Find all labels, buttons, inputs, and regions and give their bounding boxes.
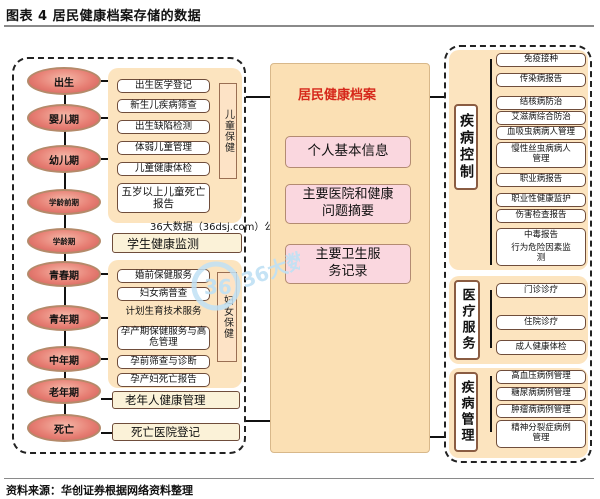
medical-service-item: 成人健康体检 [496,340,586,355]
stage-preschool: 学龄前期 [27,189,101,215]
elderly-health-management: 老年人健康管理 [112,391,240,409]
stage-infancy: 婴儿期 [27,104,101,132]
stage-death: 死亡 [27,414,101,442]
child-care-item: 体弱儿童管理 [117,141,210,155]
connector-youth [101,317,113,319]
child-care-item: 新生儿疾病筛查 [117,99,210,113]
title-divider [4,25,594,27]
disease-control-item: 结核病防治 [496,96,586,110]
medical-service-spine [490,290,492,348]
disease-control-item: 中毒报告 [496,228,586,242]
student-health-monitor: 学生健康监测 [112,233,242,253]
record-personal-info: 个人基本信息 [285,136,411,168]
child-care-item: 出生医学登记 [117,79,210,93]
disease-control-item: 慢性丝虫病病人管理 [496,142,586,168]
women-care-label: 妇女保健 [217,272,237,362]
women-care-item: 孕产妇死亡报告 [117,373,210,387]
disease-control-item: 伤害检查报告 [496,209,586,223]
services-frame [444,45,592,463]
women-care-item: 计划生育技术服务 [125,305,202,317]
disease-management-item: 糖尿病病例管理 [496,387,586,401]
stage-youth: 青年期 [27,305,101,331]
disease-control-item: 行为危险因素监测 [496,242,586,266]
disease-control-item: 传染病报告 [496,73,586,87]
stage-birth: 出生 [27,67,101,95]
medical-service-item: 住院诊疗 [496,315,586,330]
disease-management-item: 肿瘤病病例管理 [496,404,586,418]
women-care-item: 孕前筛查与诊断 [117,355,210,369]
connector-old-age [101,398,113,400]
watermark-logo: 36 36大数据 [191,248,300,311]
disease-management-item: 高血压病例管理 [496,370,586,384]
stage-old-age: 老年期 [27,378,101,404]
connector-infancy [101,117,113,119]
disease-control-spine [490,59,492,265]
medical-service-label: 医疗服务 [454,280,480,360]
disease-control-item: 血吸虫病病人管理 [496,126,586,140]
life-cycle-frame [12,57,246,454]
women-care-item: 孕产期保健服务与高危管理 [117,326,210,350]
disease-management-spine [490,376,492,432]
medical-service-item: 门诊诊疗 [496,283,586,298]
disease-control-label: 疾病控制 [454,104,478,190]
death-hospital-registration: 死亡医院登记 [112,423,240,441]
disease-management-label: 疾病管理 [454,372,478,452]
record-health-service: 主要卫生服务记录 [285,244,411,284]
women-care-item: 婚前保健服务 [117,269,210,283]
women-care-item: 妇女病普查 [117,287,210,301]
connector-death [101,432,113,434]
child-care-item: 出生缺陷检测 [117,120,210,134]
disease-control-item: 免疫接种 [496,53,586,67]
watermark-logo-text: 36大数据 [238,248,300,293]
arrow-right-upper [430,96,446,98]
disease-control-item: 职业性健康监护 [496,193,586,207]
stage-spine [64,80,66,430]
disease-control-item: 艾滋病综合防治 [496,111,586,125]
source-note: 资料来源：华创证券根据网络资料整理 [6,484,193,497]
disease-management-item: 精神分裂症病例管理 [496,420,586,448]
stage-toddler: 幼儿期 [27,145,101,173]
connector-adolescence [101,273,113,275]
footer-divider [4,478,594,479]
child-care-label: 儿童保健 [219,83,237,179]
svg-text:36: 36 [204,275,232,299]
stage-middle-age: 中年期 [27,346,101,372]
arrow-right-lower [430,436,446,438]
page-title: 图表 4 居民健康档案存储的数据 [6,9,202,24]
record-hospital-summary: 主要医院和健康问题摘要 [285,184,411,224]
connector-middle-age [101,358,113,360]
child-care-item: 儿童健康体检 [117,162,210,176]
connector-birth [101,80,113,82]
arrow-left-lower [246,420,270,422]
connector-toddler [101,158,113,160]
health-record-heading: 居民健康档案 [298,88,377,103]
arrow-left-upper [246,96,270,98]
child-care-item: 五岁以上儿童死亡报告 [117,183,210,213]
stage-school-age: 学龄期 [27,228,101,254]
stage-adolescence: 青春期 [27,261,101,287]
watermark-text: 36大数据（36dsj.com）公众号：dashuju36 [150,222,357,233]
disease-control-item: 职业病报告 [496,173,586,187]
